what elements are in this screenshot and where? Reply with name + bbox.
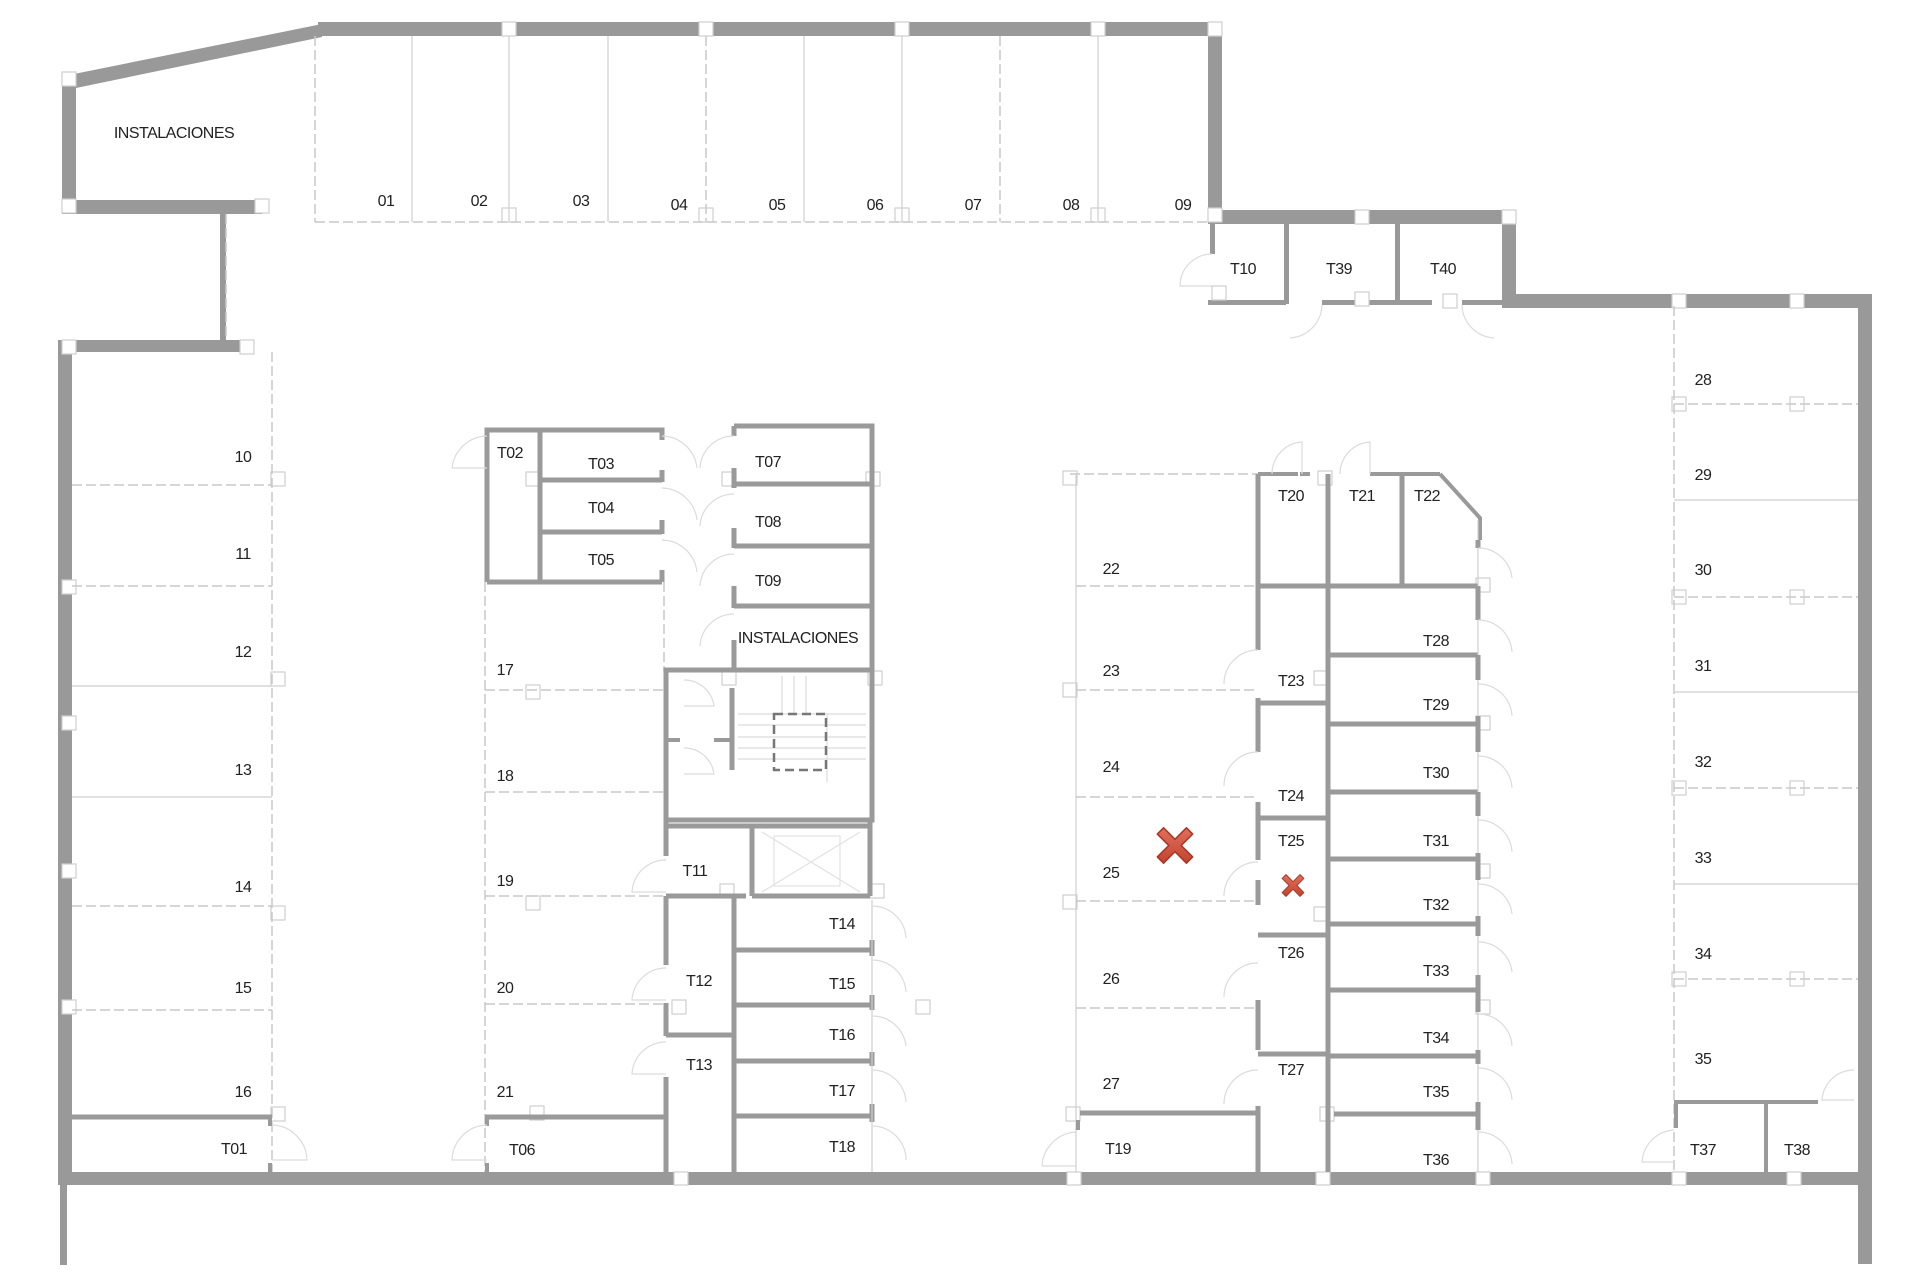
storage-room-t11[interactable]: T11: [682, 863, 708, 880]
x-mark-icon: [1149, 820, 1201, 877]
parking-space-20[interactable]: 20: [496, 980, 514, 997]
parking-space-06[interactable]: 06: [866, 197, 884, 214]
parking-space-32[interactable]: 32: [1694, 754, 1712, 771]
midleft-bays: [451, 427, 698, 1172]
parking-space-30[interactable]: 30: [1694, 562, 1712, 579]
storage-room-t24[interactable]: T24: [1277, 788, 1305, 805]
storage-room-t09[interactable]: T09: [754, 573, 782, 590]
parking-space-33[interactable]: 33: [1694, 850, 1712, 867]
storage-room-t38[interactable]: T38: [1783, 1142, 1811, 1159]
storage-room-t37[interactable]: T37: [1689, 1142, 1717, 1159]
center-bays: [1041, 441, 1513, 1172]
outer-walls: [58, 22, 1872, 1265]
parking-space-03[interactable]: 03: [572, 193, 590, 210]
parking-space-11[interactable]: 11: [235, 546, 251, 563]
storage-room-t10[interactable]: T10: [1229, 261, 1257, 278]
parking-space-13[interactable]: 13: [234, 762, 252, 779]
storage-room-t40[interactable]: T40: [1429, 261, 1457, 278]
storage-room-t19[interactable]: T19: [1104, 1141, 1132, 1158]
storage-room-t02[interactable]: T02: [496, 445, 524, 462]
parking-space-18[interactable]: 18: [496, 768, 514, 785]
storage-room-t17[interactable]: T17: [828, 1083, 856, 1100]
parking-space-28[interactable]: 28: [1694, 372, 1712, 389]
parking-space-35[interactable]: 35: [1694, 1051, 1712, 1068]
room-label-instalaciones[interactable]: INSTALACIONES: [113, 125, 235, 142]
parking-space-01[interactable]: 01: [377, 193, 395, 210]
storage-room-t05[interactable]: T05: [587, 552, 615, 569]
parking-space-04[interactable]: 04: [670, 197, 688, 214]
storage-room-t16[interactable]: T16: [828, 1027, 856, 1044]
parking-space-23[interactable]: 23: [1102, 663, 1120, 680]
storage-room-t18[interactable]: T18: [828, 1139, 856, 1156]
storage-room-t29[interactable]: T29: [1422, 697, 1450, 714]
parking-space-26[interactable]: 26: [1102, 971, 1120, 988]
parking-space-08[interactable]: 08: [1062, 197, 1080, 214]
parking-space-09[interactable]: 09: [1174, 197, 1192, 214]
storage-room-t32[interactable]: T32: [1422, 897, 1450, 914]
storage-room-t23[interactable]: T23: [1277, 673, 1305, 690]
parking-space-12[interactable]: 12: [234, 644, 252, 661]
parking-space-02[interactable]: 02: [470, 193, 488, 210]
storage-room-t14[interactable]: T14: [828, 916, 856, 933]
storage-room-t20[interactable]: T20: [1277, 488, 1305, 505]
storage-room-t35[interactable]: T35: [1422, 1084, 1450, 1101]
storage-room-t30[interactable]: T30: [1422, 765, 1450, 782]
storage-room-t26[interactable]: T26: [1277, 945, 1305, 962]
storage-room-t03[interactable]: T03: [587, 456, 615, 473]
top-bays: [314, 36, 1210, 223]
storage-room-t04[interactable]: T04: [587, 500, 615, 517]
storage-room-t31[interactable]: T31: [1422, 833, 1450, 850]
parking-space-31[interactable]: 31: [1694, 658, 1712, 675]
right-bays: [1641, 306, 1858, 1172]
room-label-instalaciones[interactable]: INSTALACIONES: [737, 630, 859, 647]
storage-room-t07[interactable]: T07: [754, 454, 782, 471]
storage-room-t22[interactable]: T22: [1413, 488, 1441, 505]
storage-room-t08[interactable]: T08: [754, 514, 782, 531]
storage-room-t21[interactable]: T21: [1348, 488, 1376, 505]
parking-space-10[interactable]: 10: [234, 449, 252, 466]
storage-room-t34[interactable]: T34: [1422, 1030, 1450, 1047]
t10-doors: [1179, 253, 1495, 339]
parking-space-27[interactable]: 27: [1102, 1076, 1120, 1093]
storage-room-t36[interactable]: T36: [1422, 1152, 1450, 1169]
x-mark-icon: [1277, 870, 1309, 907]
parking-space-24[interactable]: 24: [1102, 759, 1120, 776]
storage-room-t01[interactable]: T01: [220, 1141, 248, 1158]
storage-room-t15[interactable]: T15: [828, 976, 856, 993]
left-bays: [72, 352, 308, 1172]
storage-room-t25[interactable]: T25: [1277, 833, 1305, 850]
parking-space-22[interactable]: 22: [1102, 561, 1120, 578]
storage-room-t39[interactable]: T39: [1325, 261, 1353, 278]
parking-space-19[interactable]: 19: [496, 873, 514, 890]
parking-space-29[interactable]: 29: [1694, 467, 1712, 484]
parking-space-16[interactable]: 16: [234, 1084, 252, 1101]
storage-room-t13[interactable]: T13: [685, 1057, 713, 1074]
parking-space-17[interactable]: 17: [496, 662, 514, 679]
storage-room-t33[interactable]: T33: [1422, 963, 1450, 980]
parking-space-25[interactable]: 25: [1102, 865, 1120, 882]
parking-space-14[interactable]: 14: [234, 879, 252, 896]
storage-room-t27[interactable]: T27: [1277, 1062, 1305, 1079]
storage-room-t06[interactable]: T06: [508, 1142, 536, 1159]
storage-room-t28[interactable]: T28: [1422, 633, 1450, 650]
columns: [61, 21, 1805, 1186]
parking-space-05[interactable]: 05: [768, 197, 786, 214]
core: [631, 423, 907, 1172]
parking-space-07[interactable]: 07: [964, 197, 982, 214]
storage-room-t12[interactable]: T12: [685, 973, 713, 990]
parking-space-15[interactable]: 15: [234, 980, 252, 997]
parking-space-21[interactable]: 21: [496, 1084, 514, 1101]
parking-space-34[interactable]: 34: [1694, 946, 1712, 963]
